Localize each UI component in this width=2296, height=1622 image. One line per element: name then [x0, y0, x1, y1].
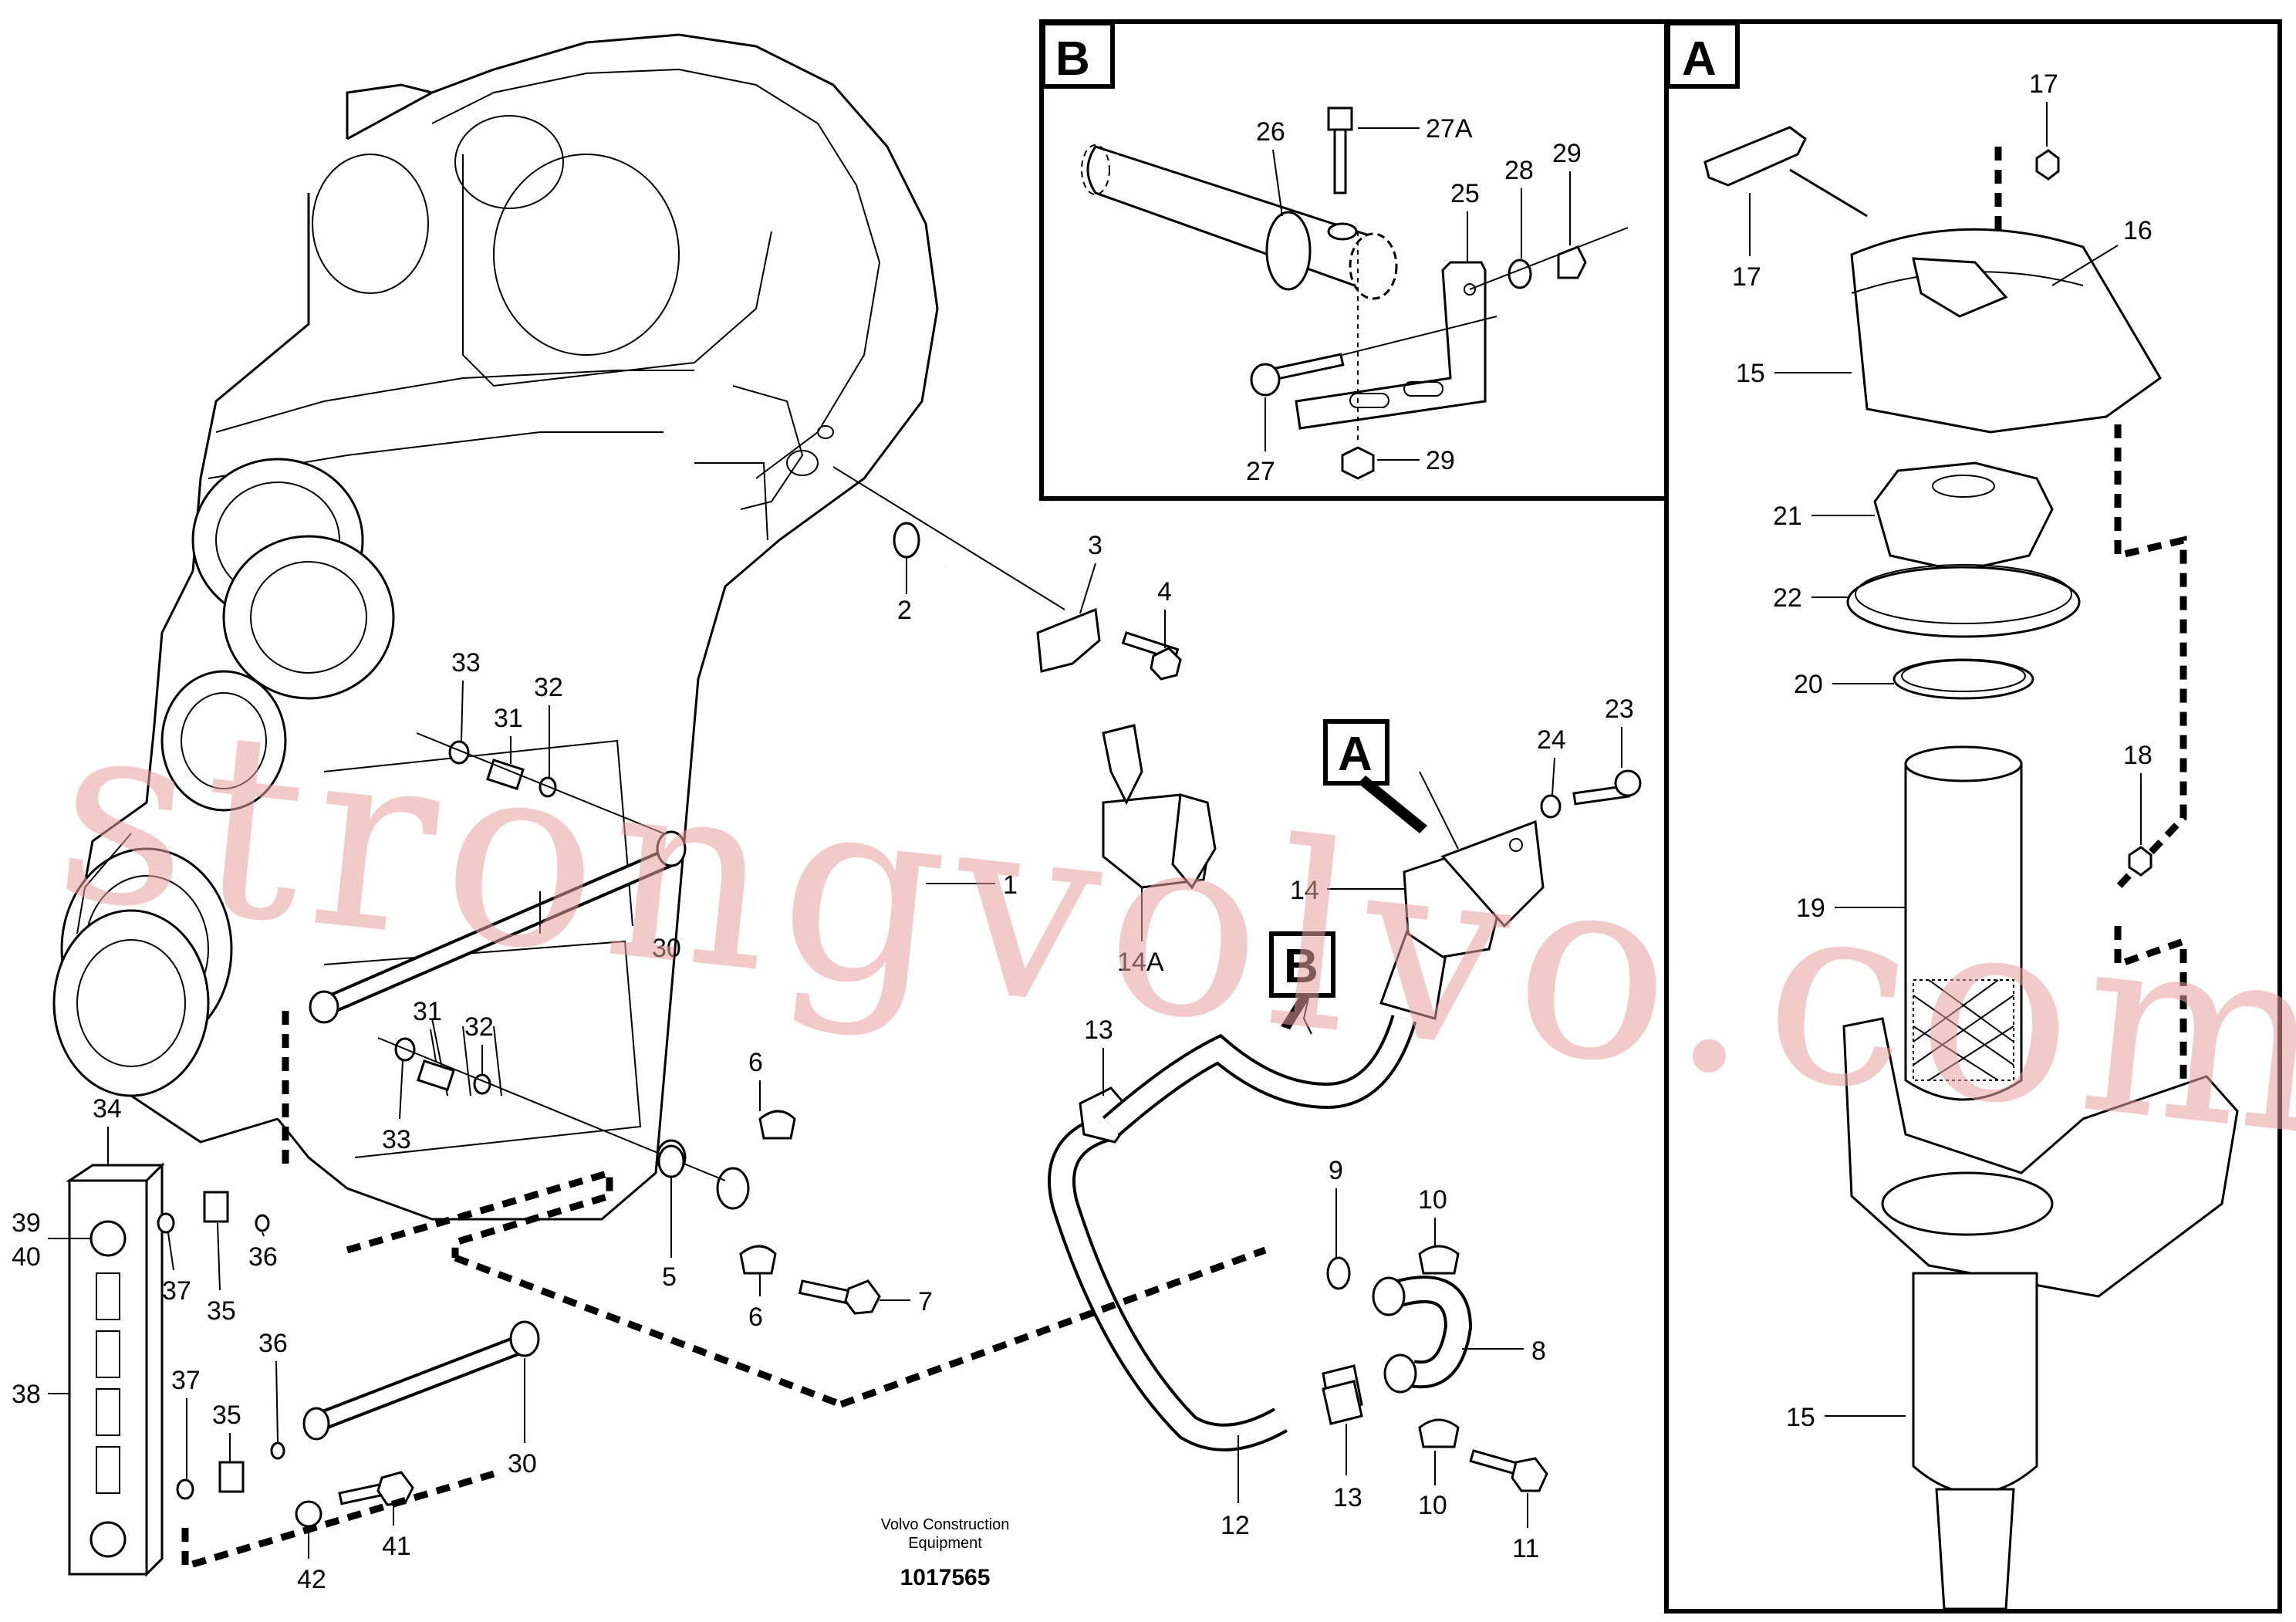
- label-31b: 31: [413, 997, 442, 1026]
- label-19: 19: [1796, 894, 1825, 923]
- label-17a: 17: [2029, 69, 2058, 99]
- label-16: 16: [2123, 216, 2152, 245]
- label-30b: 30: [508, 1449, 537, 1478]
- label-41: 41: [382, 1532, 411, 1561]
- label-4: 4: [1157, 577, 1172, 607]
- label-29b: 29: [1426, 446, 1455, 475]
- label-7: 7: [918, 1287, 933, 1316]
- label-18: 18: [2123, 741, 2152, 770]
- label-33b: 33: [382, 1125, 411, 1154]
- label-15b: 15: [1786, 1403, 1815, 1432]
- label-17b: 17: [1732, 262, 1761, 292]
- label-14: 14: [1290, 876, 1319, 905]
- label-33a: 33: [451, 648, 481, 678]
- label-12: 12: [1221, 1511, 1250, 1540]
- label-21: 21: [1773, 502, 1802, 531]
- label-36b: 36: [258, 1329, 288, 1358]
- label-2: 2: [897, 596, 912, 625]
- label-31a: 31: [494, 704, 523, 733]
- maker-line-2: Equipment: [908, 1535, 982, 1552]
- label-40: 40: [12, 1242, 41, 1272]
- label-42: 42: [297, 1565, 326, 1594]
- label-28: 28: [1504, 156, 1534, 185]
- label-39: 39: [12, 1208, 41, 1238]
- inset-b: B: [1039, 19, 1669, 501]
- label-38: 38: [12, 1380, 41, 1409]
- label-35a: 35: [207, 1296, 236, 1326]
- label-23: 23: [1605, 694, 1634, 724]
- label-24: 24: [1537, 725, 1566, 755]
- label-10a: 10: [1418, 1185, 1447, 1215]
- label-14a: 14A: [1117, 948, 1164, 977]
- pipes-and-fittings: [66, 466, 1642, 1577]
- label-25: 25: [1450, 179, 1480, 208]
- reference-number: 1017565: [900, 1565, 991, 1590]
- label-27a: 27A: [1426, 114, 1473, 144]
- label-5: 5: [662, 1262, 677, 1292]
- inset-a-letter: A: [1682, 32, 1717, 86]
- label-13a: 13: [1084, 1015, 1113, 1045]
- label-11: 11: [1512, 1534, 1539, 1563]
- svg-text:B: B: [1284, 940, 1319, 993]
- label-32b: 32: [464, 1012, 494, 1042]
- label-27: 27: [1246, 457, 1275, 486]
- label-10b: 10: [1418, 1491, 1447, 1520]
- maker-line-1: Volvo Construction: [881, 1516, 1010, 1533]
- part-labels: 1 2 3 4 5 6 6 7 8 9 10 10 11 12 13 13 14…: [12, 69, 2152, 1594]
- label-13b: 13: [1333, 1483, 1362, 1512]
- label-6b: 6: [748, 1303, 763, 1332]
- label-29a: 29: [1552, 139, 1582, 168]
- label-15a: 15: [1736, 359, 1765, 388]
- label-36a: 36: [248, 1242, 278, 1272]
- label-34: 34: [93, 1094, 122, 1124]
- label-37a: 37: [162, 1276, 191, 1306]
- watermark: strongvolvo.com: [46, 660, 2296, 1194]
- transmission-housing: [52, 33, 939, 1221]
- svg-text:A: A: [1338, 728, 1373, 781]
- label-6a: 6: [748, 1048, 763, 1077]
- inset-a: A: [1664, 19, 2282, 1614]
- label-30a: 30: [652, 934, 681, 963]
- label-32a: 32: [534, 673, 563, 702]
- label-8: 8: [1531, 1336, 1546, 1366]
- label-37b: 37: [171, 1366, 201, 1395]
- callout-a: A: [1323, 719, 1427, 833]
- label-26: 26: [1256, 117, 1285, 147]
- inset-b-letter: B: [1055, 32, 1090, 86]
- diagram-footer: Volvo Construction Equipment 1017565: [881, 1516, 1010, 1590]
- label-35b: 35: [212, 1401, 241, 1430]
- label-9: 9: [1329, 1156, 1343, 1185]
- label-20: 20: [1794, 670, 1823, 699]
- label-22: 22: [1773, 583, 1802, 613]
- callout-b: B: [1269, 931, 1335, 1029]
- label-3: 3: [1088, 531, 1102, 560]
- label-1: 1: [1003, 870, 1018, 900]
